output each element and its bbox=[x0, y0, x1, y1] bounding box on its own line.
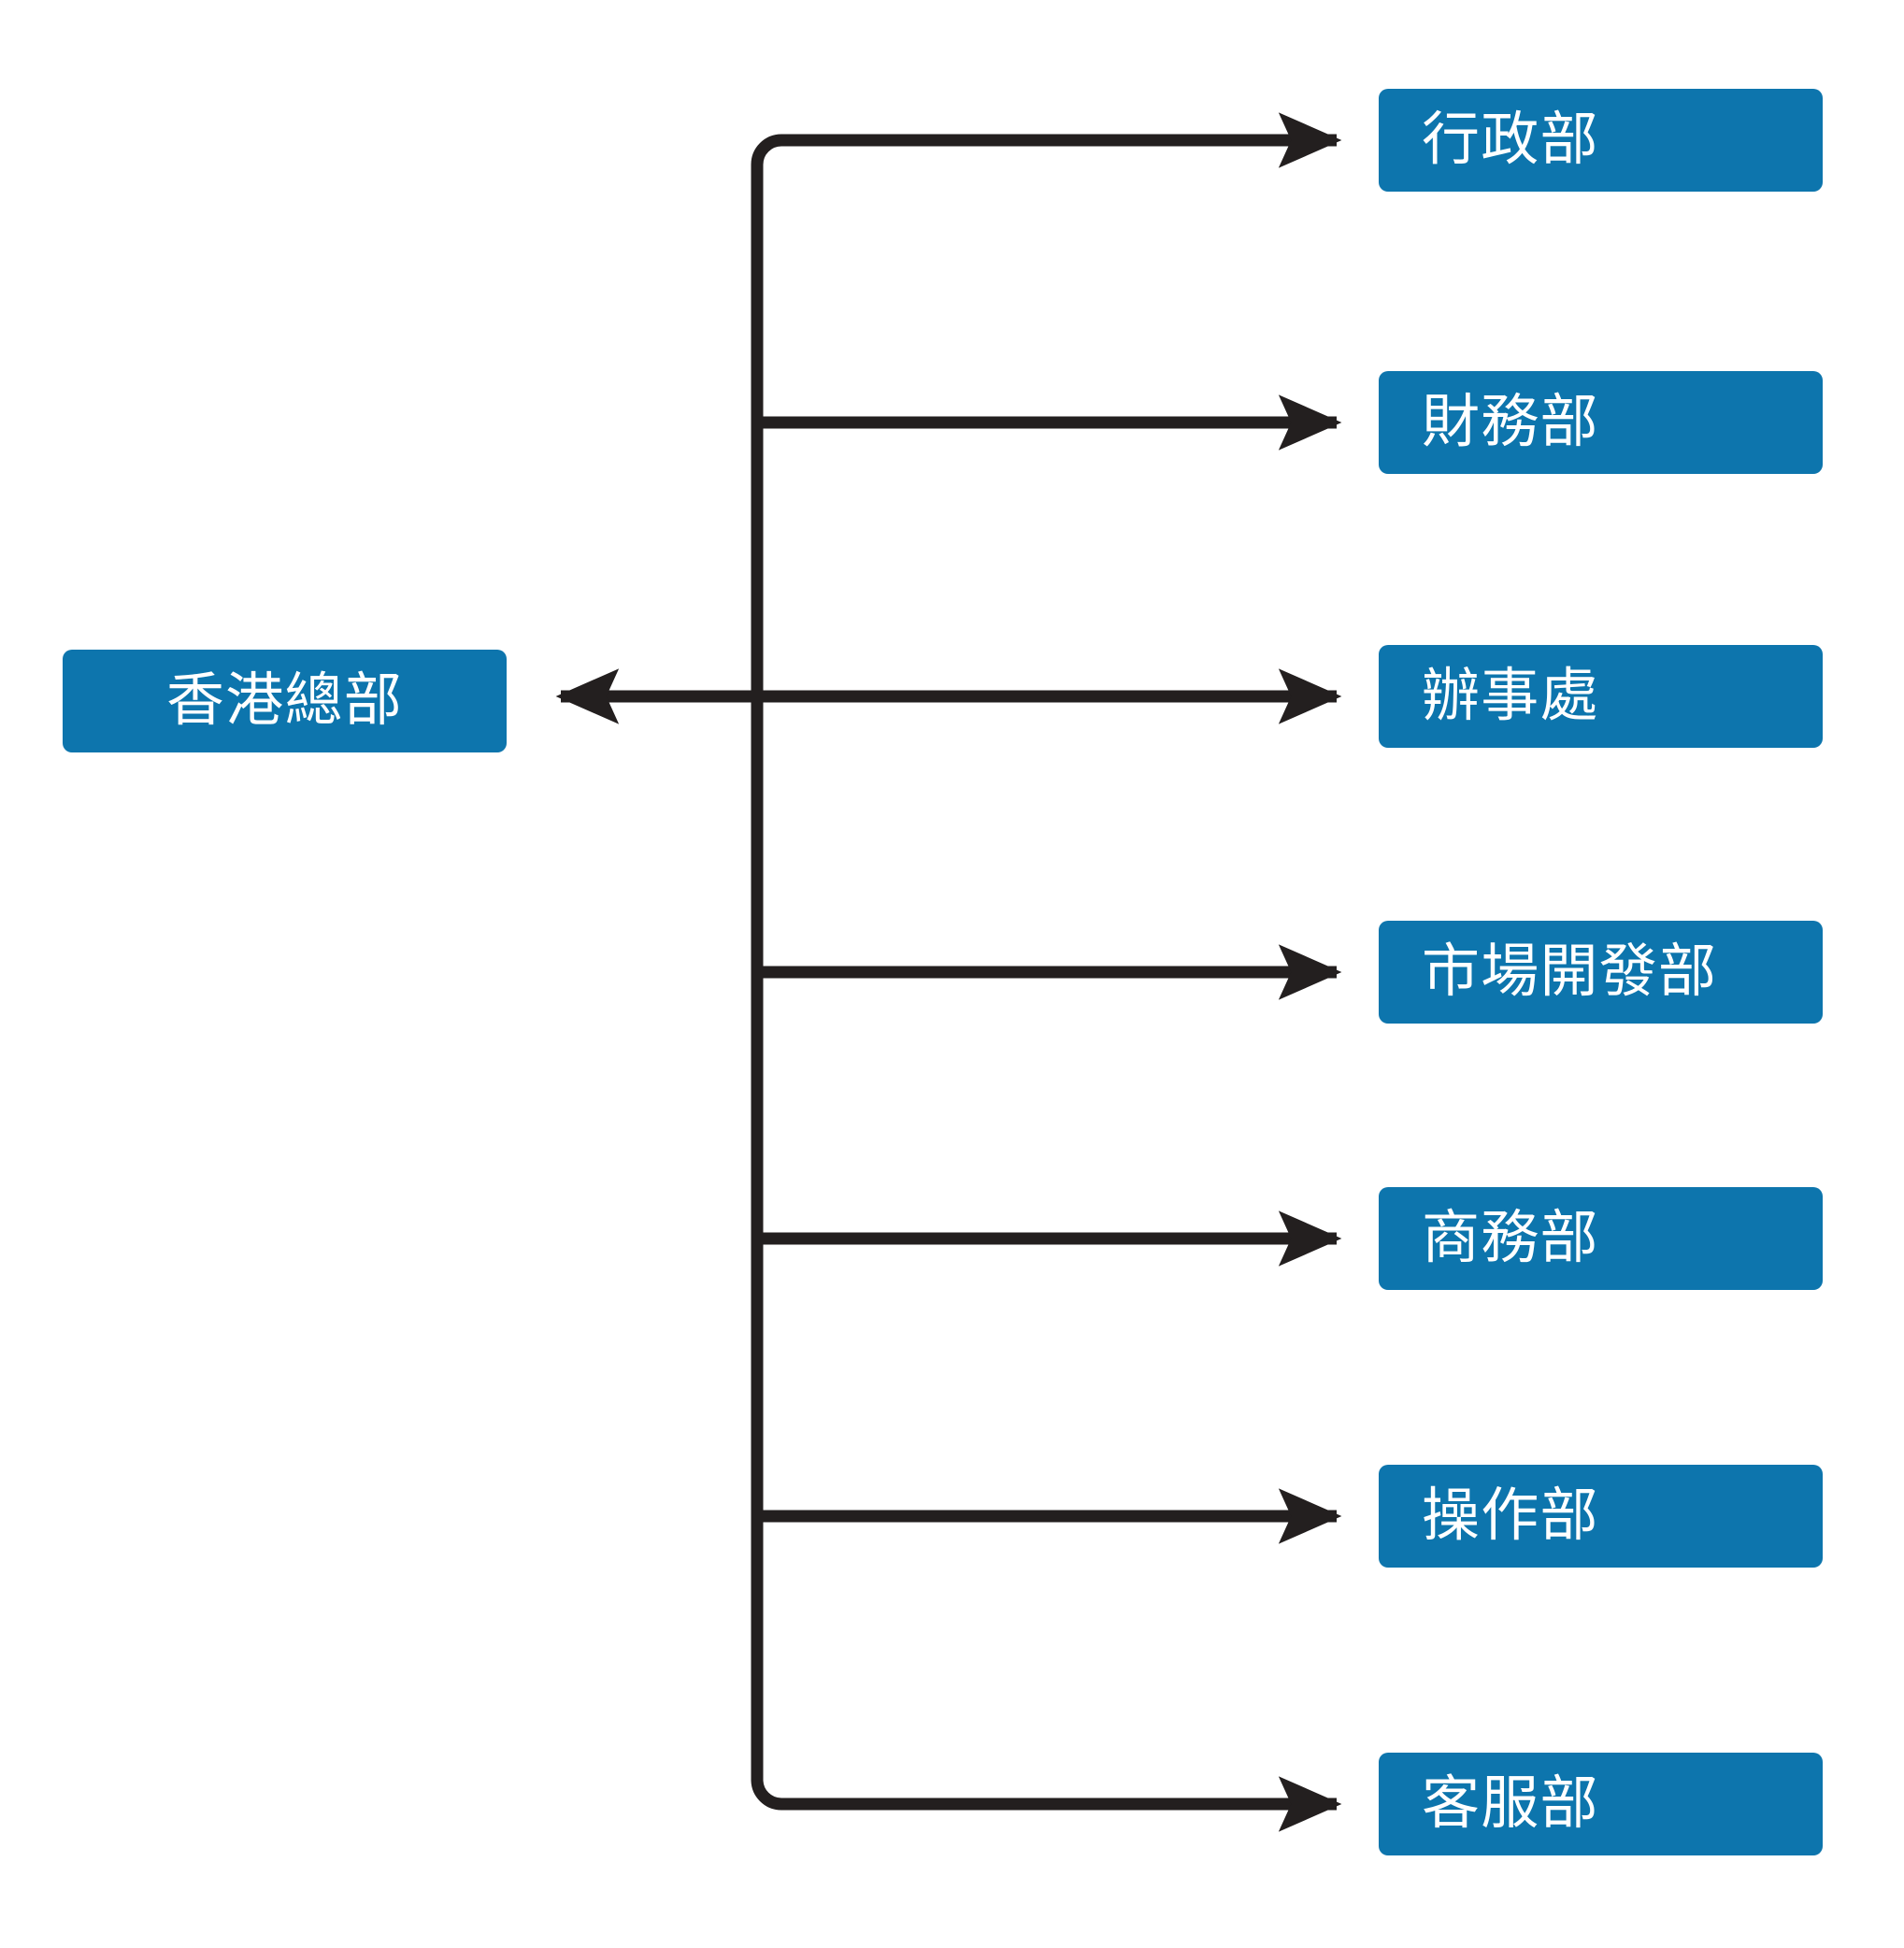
node-department-4[interactable]: 商務部 bbox=[1379, 1187, 1823, 1290]
branch-line-6 bbox=[751, 1776, 1342, 1832]
node-department-1[interactable]: 財務部 bbox=[1379, 371, 1823, 474]
node-department-label: 行政部 bbox=[1422, 107, 1599, 172]
node-department-label: 客服部 bbox=[1422, 1771, 1599, 1836]
node-root-headquarters[interactable]: 香港總部 bbox=[63, 650, 507, 752]
node-department-3[interactable]: 市場開發部 bbox=[1379, 921, 1823, 1024]
node-root-label: 香港總部 bbox=[166, 668, 403, 733]
node-department-0[interactable]: 行政部 bbox=[1379, 89, 1823, 192]
node-department-label: 操作部 bbox=[1422, 1483, 1599, 1548]
node-department-label: 商務部 bbox=[1422, 1206, 1599, 1270]
branch-line-0 bbox=[751, 112, 1342, 168]
node-department-label: 財務部 bbox=[1422, 390, 1599, 454]
node-department-5[interactable]: 操作部 bbox=[1379, 1465, 1823, 1568]
node-department-label: 市場開發部 bbox=[1422, 939, 1718, 1004]
node-department-label: 辦事處 bbox=[1422, 664, 1599, 728]
node-department-2[interactable]: 辦事處 bbox=[1379, 645, 1823, 748]
node-department-6[interactable]: 客服部 bbox=[1379, 1753, 1823, 1855]
